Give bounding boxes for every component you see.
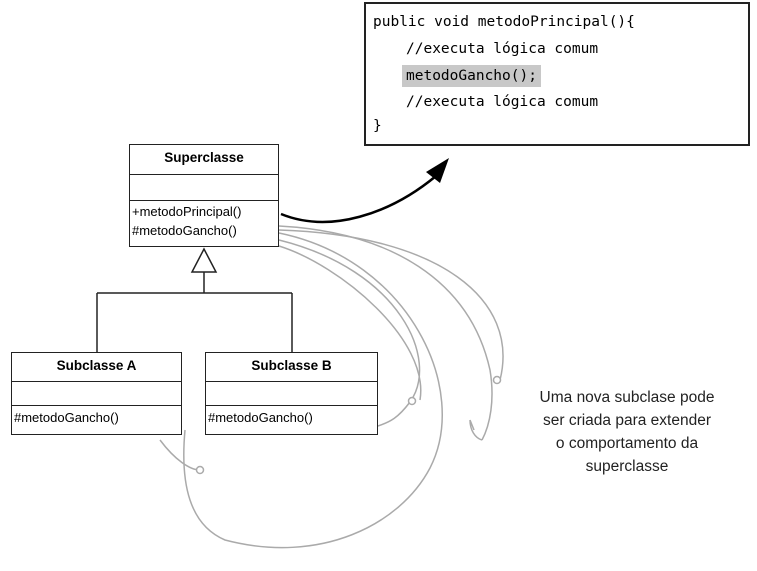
- operation-metodo-gancho: #metodoGancho(): [208, 410, 313, 425]
- arrowhead-icon: [426, 158, 449, 183]
- hook-knots: [195, 375, 502, 475]
- subclass-b-box: Subclasse B #metodoGancho(): [205, 352, 378, 435]
- code-line-close-brace: }: [373, 118, 382, 134]
- operation-metodo-gancho: #metodoGancho(): [132, 223, 237, 238]
- divider: [130, 174, 278, 175]
- operation-metodo-principal: +metodoPrincipal(): [132, 204, 242, 219]
- divider: [12, 405, 181, 406]
- divider: [130, 200, 278, 201]
- code-line-signature: public void metodoPrincipal(){: [373, 14, 635, 30]
- explanatory-note: Uma nova subclase pode ser criada para e…: [512, 386, 742, 478]
- code-box: public void metodoPrincipal(){ //executa…: [364, 2, 750, 146]
- arrow-icon: [280, 175, 437, 224]
- note-line: ser criada para extender: [542, 412, 711, 429]
- code-line-hook-call: metodoGancho();: [402, 65, 541, 87]
- inheritance-triangle-icon: [190, 247, 218, 273]
- note-line: o comportamento da: [555, 435, 699, 452]
- inheritance-lines: [96, 272, 293, 352]
- code-line-comment: //executa lógica comum: [406, 94, 599, 110]
- superclass-name: Superclasse: [164, 150, 244, 165]
- code-line-comment: //executa lógica comum: [406, 41, 599, 57]
- hook-curves: [183, 225, 504, 549]
- divider: [12, 381, 181, 382]
- subclass-a-box: Subclasse A #metodoGancho(): [11, 352, 182, 435]
- superclass-box: Superclasse +metodoPrincipal() #metodoGa…: [129, 144, 279, 247]
- subclass-b-name: Subclasse B: [251, 358, 332, 373]
- note-line: Uma nova subclase pode: [539, 389, 715, 406]
- note-line: superclasse: [585, 458, 669, 475]
- divider: [206, 405, 377, 406]
- operation-metodo-gancho: #metodoGancho(): [14, 410, 119, 425]
- divider: [206, 381, 377, 382]
- subclass-a-name: Subclasse A: [56, 358, 137, 373]
